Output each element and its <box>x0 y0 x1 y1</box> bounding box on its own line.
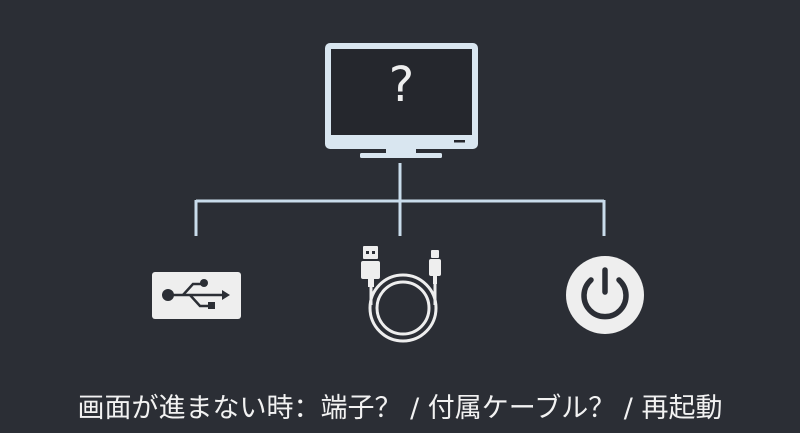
monitor-question-icon <box>325 43 478 158</box>
monitor-question-mark: ? <box>388 57 415 113</box>
caption-text: 画面が進まない時：端子？ / 付属ケーブル？ / 再起動 <box>77 393 723 424</box>
connector-lines <box>194 163 606 236</box>
